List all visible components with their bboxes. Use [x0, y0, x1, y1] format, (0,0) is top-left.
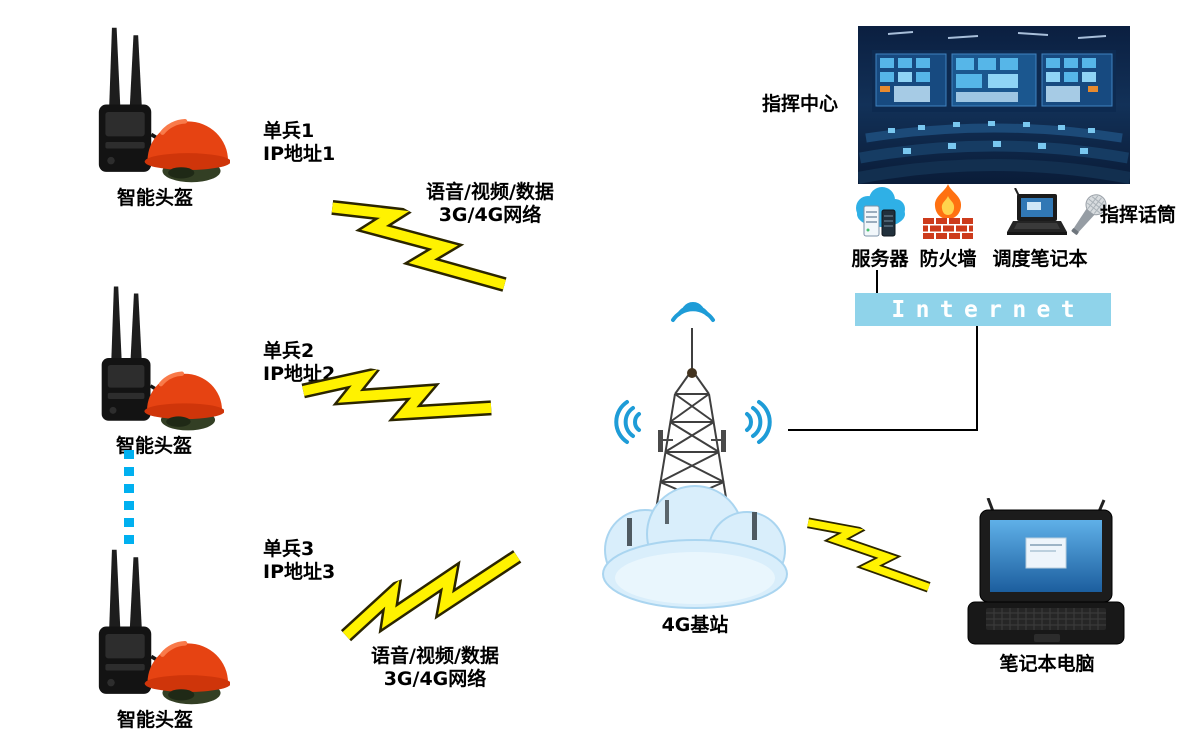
lightning-bolt-icon — [331, 199, 507, 292]
field-laptop-label: 笔记本电脑 — [999, 653, 1095, 675]
smart-helmet-3: 智能头盔 — [80, 546, 230, 732]
dispatch-laptop — [1005, 188, 1069, 238]
soldier-2-name: 单兵2 — [263, 340, 315, 362]
helmet-radio-icon — [98, 27, 230, 183]
internet-bar: Internet — [855, 293, 1111, 326]
more-units-dotted-line — [124, 450, 134, 548]
command-center-photo — [858, 26, 1130, 184]
field-laptop — [960, 498, 1130, 650]
smart-helmet-1-label: 智能头盔 — [116, 187, 193, 209]
soldier-1-ip: IP地址1 — [263, 143, 336, 165]
firewall-label: 防火墙 — [919, 248, 977, 270]
link-bottom-line2: 3G/4G网络 — [383, 668, 487, 690]
wifi-signal-icon — [614, 400, 641, 444]
server — [852, 186, 908, 240]
link-top-line1: 语音/视频/数据 — [426, 181, 554, 203]
smart-helmet-2-label: 智能头盔 — [115, 435, 192, 457]
soldier-1-name: 单兵1 — [263, 120, 315, 142]
wifi-signal-icon — [745, 400, 772, 444]
firewall — [922, 184, 974, 240]
link-bottom-line1: 语音/视频/数据 — [371, 645, 499, 667]
base-station-tower-icon — [602, 302, 788, 609]
base-station-label: 4G基站 — [661, 614, 729, 636]
helmet-radio-icon — [98, 549, 230, 705]
firewall-icon — [923, 184, 973, 239]
lightning-bolt-icon — [807, 517, 931, 593]
microphone-icon — [1071, 194, 1107, 235]
link-bottom-label: 语音/视频/数据 3G/4G网络 — [345, 645, 525, 691]
smart-helmet-3-label: 智能头盔 — [116, 709, 193, 731]
base-station — [595, 282, 795, 612]
smart-helmet-1: 智能头盔 — [80, 24, 230, 210]
lightning-bolt-icon — [301, 365, 492, 422]
internet-label: Internet — [891, 296, 1085, 323]
rugged-laptop-icon — [967, 498, 1125, 645]
control-room-image — [858, 26, 1130, 184]
helmet-radio-icon — [101, 286, 224, 431]
command-mic-label: 指挥话筒 — [1100, 204, 1177, 226]
laptop-icon — [1007, 188, 1067, 235]
server-label: 服务器 — [851, 248, 909, 270]
command-center-label: 指挥中心 — [762, 93, 839, 115]
link-top-label: 语音/视频/数据 3G/4G网络 — [400, 181, 580, 227]
soldier-3-ip: IP地址3 — [263, 561, 336, 583]
lightning-bolt-icon — [340, 550, 522, 642]
soldier-3-name: 单兵3 — [263, 538, 315, 560]
link-top-line2: 3G/4G网络 — [438, 204, 542, 226]
dispatch-laptop-label: 调度笔记本 — [992, 248, 1088, 270]
command-mic — [1066, 190, 1110, 240]
soldier-1-label: 单兵1 IP地址1 — [263, 120, 335, 166]
soldier-2-ip: IP地址2 — [263, 363, 336, 385]
soldier-3-label: 单兵3 IP地址3 — [263, 538, 335, 584]
soldier-2-label: 单兵2 IP地址2 — [263, 340, 335, 386]
server-icon — [856, 187, 905, 237]
wifi-signal-icon — [671, 302, 715, 322]
smart-helmet-2: 智能头盔 — [84, 283, 224, 458]
